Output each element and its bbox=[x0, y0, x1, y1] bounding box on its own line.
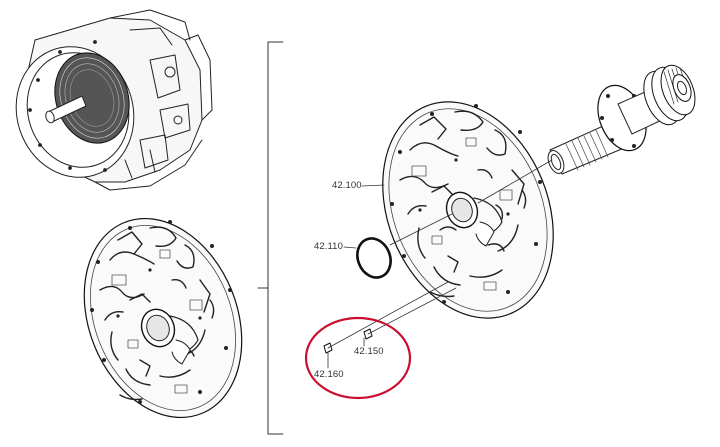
callout-42-160: 42.160 bbox=[314, 369, 344, 380]
pump-plate-icon bbox=[83, 217, 243, 419]
callout-42-100: 42.100 bbox=[332, 180, 362, 191]
o-ring-icon bbox=[356, 237, 392, 279]
transmission-assembly-icon bbox=[15, 9, 213, 191]
callout-42-110: 42.110 bbox=[314, 241, 343, 252]
leader-lines bbox=[327, 184, 385, 369]
assembly-bracket bbox=[257, 41, 284, 435]
alignment-lines bbox=[327, 159, 553, 349]
pump-plate-exploded-icon bbox=[382, 101, 554, 319]
splined-shaft-icon bbox=[547, 64, 696, 175]
highlight-circle bbox=[304, 316, 412, 400]
callout-42-150: 42.150 bbox=[354, 346, 384, 357]
